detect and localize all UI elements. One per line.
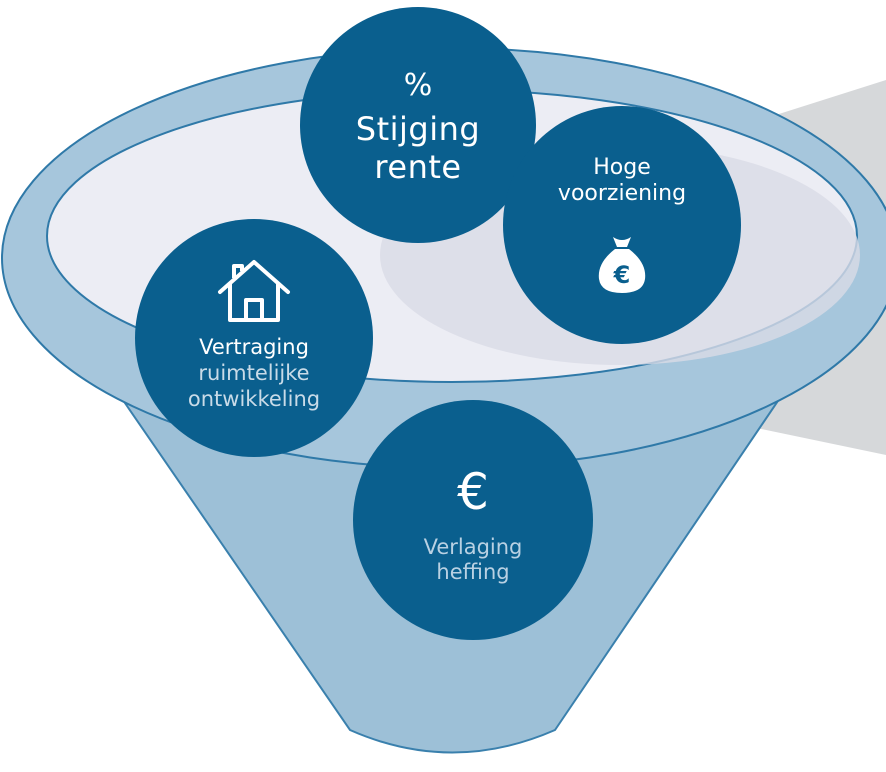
- svg-text:€: €: [613, 261, 631, 289]
- circle-verlaging-heffing: € Verlaging heffing: [353, 400, 593, 640]
- circle-label-line: heffing: [436, 560, 510, 584]
- circle-stijging-rente: % Stijging rente: [300, 7, 536, 243]
- circle-label-line: ruimtelijke: [198, 361, 310, 385]
- circle-hoge-voorziening: Hoge voorziening €: [503, 106, 741, 344]
- house-icon: [218, 260, 290, 322]
- circle-label-line: Stijging: [355, 110, 481, 148]
- circle-label-line: Hoge: [593, 155, 651, 180]
- circle-label-line: voorziening: [557, 181, 687, 206]
- circle-label-line: Vertraging: [199, 335, 309, 359]
- percent-icon: %: [403, 68, 433, 103]
- euro-icon: €: [457, 463, 489, 521]
- circle-label-line: ontwikkeling: [187, 387, 321, 411]
- circle-label-line: rente: [374, 148, 462, 186]
- circle-label-line: Verlaging: [423, 535, 523, 559]
- circle-vertraging: Vertraging ruimtelijke ontwikkeling: [135, 219, 373, 457]
- money-bag-euro-icon: €: [598, 237, 646, 293]
